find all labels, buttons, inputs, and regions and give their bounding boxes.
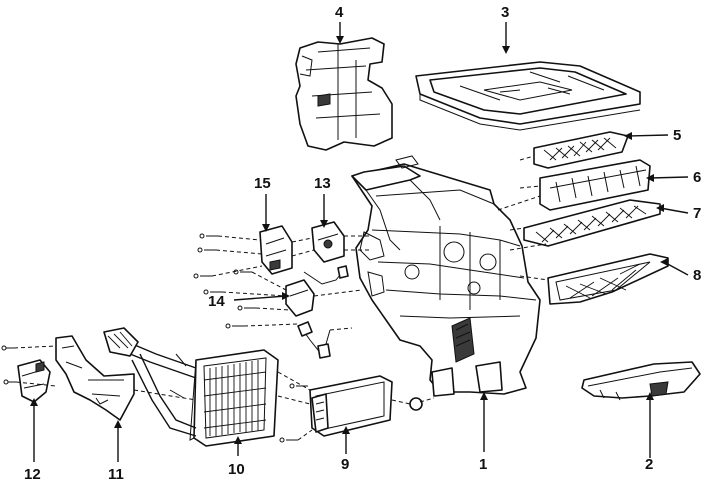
part-7-filter-panel bbox=[523, 199, 661, 247]
assembly-lines bbox=[13, 155, 549, 441]
callout-7: 7 bbox=[693, 205, 701, 222]
callout-6: 6 bbox=[693, 169, 701, 186]
part-13-actuator bbox=[311, 221, 345, 263]
part-10-tubes bbox=[103, 327, 197, 437]
part-9-panel bbox=[309, 375, 393, 437]
part-1-main-housing bbox=[351, 155, 541, 397]
callout-5: 5 bbox=[673, 127, 681, 144]
callout-4: 4 bbox=[335, 4, 344, 21]
part-11-bracket bbox=[55, 335, 135, 421]
part-15-actuator bbox=[259, 225, 293, 275]
callout-8: 8 bbox=[693, 267, 701, 284]
callout-9: 9 bbox=[341, 456, 349, 473]
part-3-top-frame bbox=[415, 61, 641, 131]
callout-11: 11 bbox=[108, 466, 124, 482]
callout-14: 14 bbox=[208, 293, 225, 310]
part-12-clip bbox=[17, 359, 51, 403]
callout-10: 10 bbox=[228, 461, 245, 478]
part-14-actuator bbox=[285, 265, 349, 359]
leader-lines bbox=[30, 22, 689, 462]
part-4-upper-duct bbox=[295, 37, 393, 151]
part-6-door-frame bbox=[539, 159, 651, 211]
part-10-heater-core bbox=[189, 349, 279, 447]
part-8-filter-panel bbox=[547, 253, 669, 305]
fasteners bbox=[1, 233, 423, 443]
callout-1: 1 bbox=[479, 456, 487, 473]
callout-labels: 4 3 5 6 7 8 15 13 14 1 2 9 10 11 12 bbox=[24, 4, 701, 482]
part-2-lower-duct bbox=[581, 361, 701, 401]
callout-2: 2 bbox=[645, 456, 653, 473]
callout-12: 12 bbox=[24, 466, 41, 482]
callout-15: 15 bbox=[254, 175, 271, 192]
callout-13: 13 bbox=[314, 175, 331, 192]
part-5-filter-panel bbox=[533, 131, 629, 169]
callout-3: 3 bbox=[501, 4, 509, 21]
